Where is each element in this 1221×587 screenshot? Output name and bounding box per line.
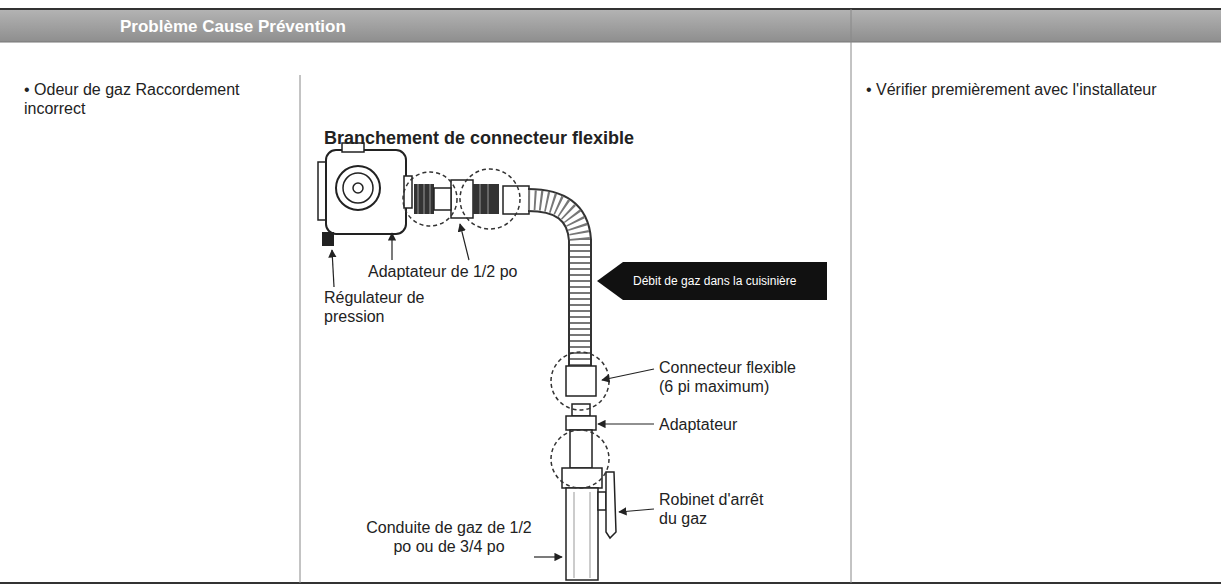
table-rule xyxy=(0,42,1221,43)
adapter xyxy=(566,404,596,468)
flexible-connector-nut xyxy=(566,366,596,396)
table-rule xyxy=(0,8,1221,10)
half-inch-adapter xyxy=(414,180,529,218)
column-divider xyxy=(851,9,852,583)
flow-arrow: Débit de gaz dans la cuisinière xyxy=(597,262,827,300)
part-label: Régulateur de pression xyxy=(324,288,434,326)
part-label: Adaptateur de 1/2 po xyxy=(368,262,517,281)
arrow-text: Débit de gaz dans la cuisinière xyxy=(633,274,827,288)
table-cell: • Vérifier premièrement avec l'installat… xyxy=(866,80,1186,99)
part-label: Connecteur flexible (6 pi maximum) xyxy=(659,358,809,396)
pressure-regulator xyxy=(318,143,412,246)
shutoff-valve xyxy=(598,472,616,538)
diagram-title: Branchement de connecteur flexible xyxy=(324,129,634,148)
part-label: Adaptateur xyxy=(659,415,737,434)
column-divider xyxy=(300,75,301,583)
table-rule xyxy=(0,582,1221,584)
arrow-shape xyxy=(597,262,827,300)
callout-circle xyxy=(403,169,609,488)
table-cell: • Odeur de gaz Raccordement incorrect xyxy=(24,80,294,118)
header-band xyxy=(0,9,1221,42)
leader-line xyxy=(332,224,654,557)
part-label: Conduite de gaz de 1/2 po ou de 3/4 po xyxy=(366,518,532,556)
table-header: Problème Cause Prévention xyxy=(120,17,620,36)
part-label: Robinet d'arrêt du gaz xyxy=(659,490,779,528)
flexible-hose xyxy=(528,200,580,370)
